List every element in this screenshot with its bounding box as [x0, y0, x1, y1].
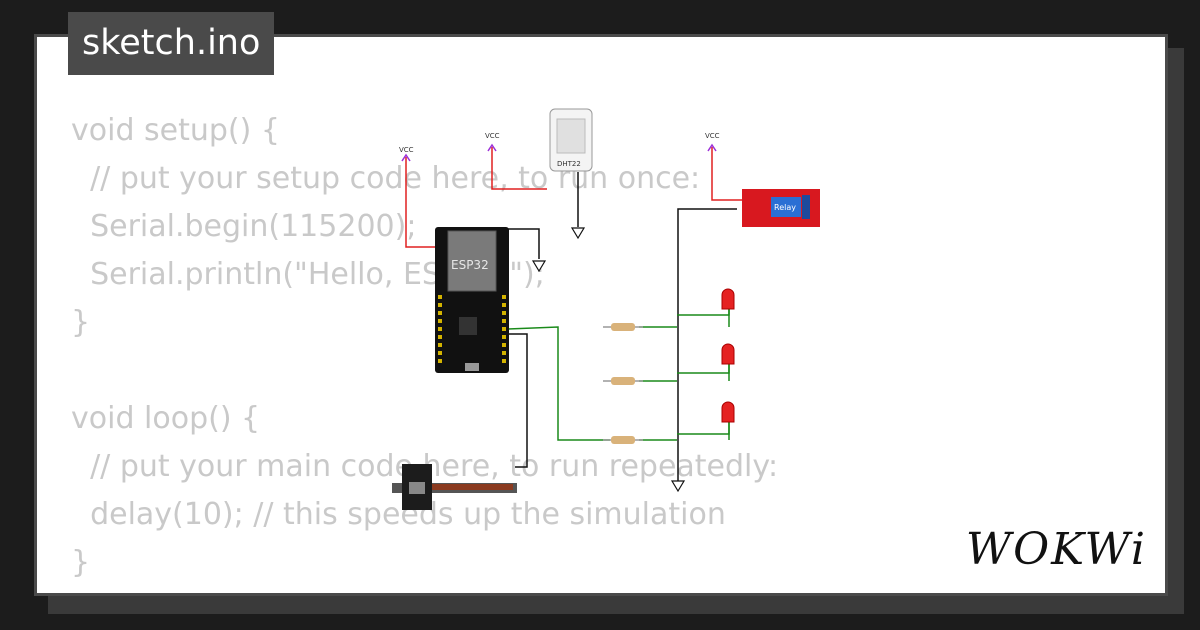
- red-led-icon: [721, 288, 735, 423]
- relay-module: Relay: [742, 189, 820, 227]
- code-line: }: [71, 305, 91, 340]
- dht22-sensor: DHT22: [549, 108, 593, 172]
- wokwi-logo: WOKWi: [965, 524, 1147, 575]
- preview-card: void setup() { // put your setup code he…: [34, 34, 1168, 596]
- relay-label: Relay: [774, 203, 796, 212]
- code-line: void loop() {: [71, 401, 261, 436]
- vcc-label: VCC: [399, 146, 414, 154]
- vcc-arrow-icon: [401, 143, 717, 162]
- slide-potentiometer: [392, 464, 517, 510]
- code-line: delay(10); // this speeds up the simulat…: [71, 497, 726, 532]
- code-line: void setup() {: [71, 113, 280, 148]
- code-line: }: [71, 545, 91, 580]
- esp32-board: ESP32: [435, 227, 509, 373]
- resistors: [603, 323, 643, 444]
- ground-wires: [504, 172, 737, 484]
- power-wires: [405, 147, 742, 248]
- code-line: Serial.println("Hello, ESP32!");: [71, 257, 545, 292]
- code-line: // put your main code here, to run repea…: [90, 449, 779, 484]
- sensor-label: DHT22: [557, 160, 581, 168]
- file-tab[interactable]: sketch.ino: [68, 12, 275, 75]
- signal-wires: [506, 305, 730, 441]
- code-line: Serial.begin(115200);: [71, 209, 417, 244]
- board-label: ESP32: [451, 258, 489, 272]
- code-editor: void setup() { // put your setup code he…: [71, 107, 778, 587]
- ground-symbol-icon: [531, 227, 686, 493]
- vcc-label: VCC: [485, 132, 500, 140]
- vcc-label: VCC: [705, 132, 720, 140]
- circuit-diagram: VCC VCC VCC: [392, 108, 820, 510]
